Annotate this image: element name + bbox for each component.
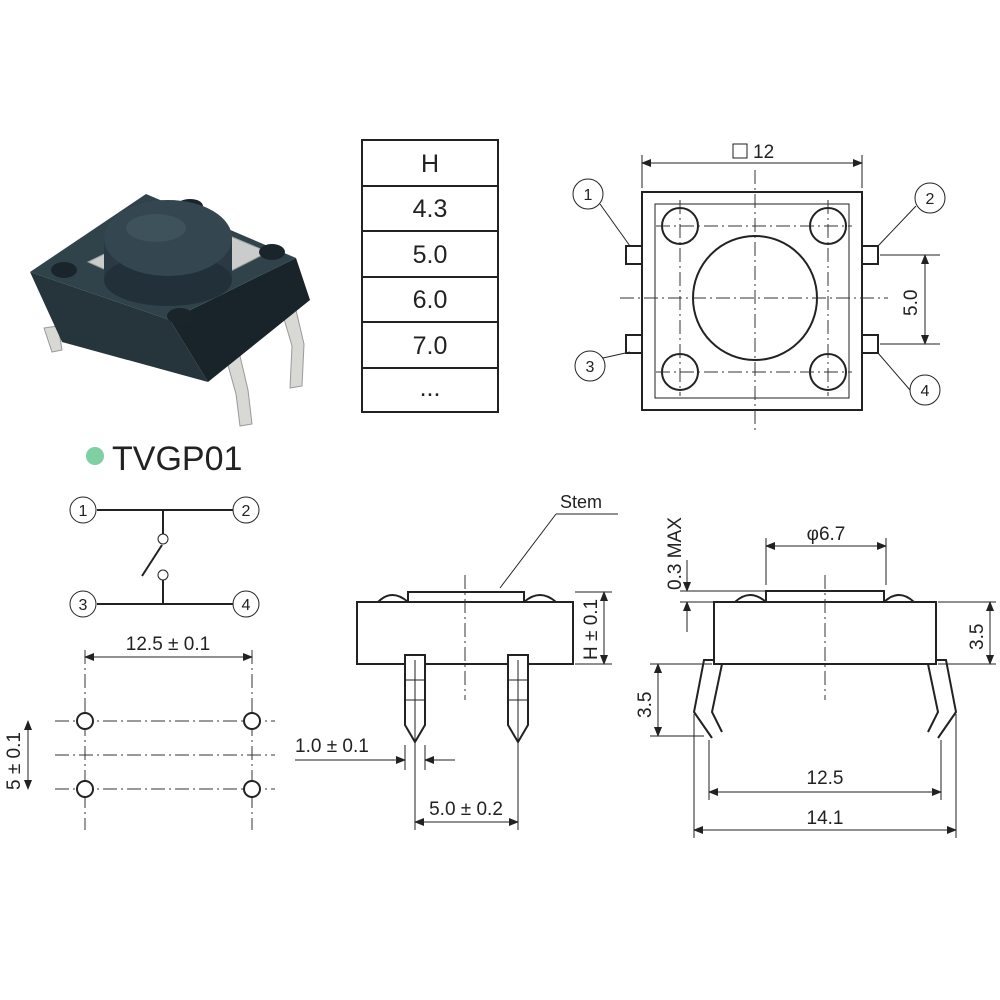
pin-pitch-dim: 5.0 ± 0.2 — [429, 799, 503, 820]
svg-text:2: 2 — [242, 503, 251, 520]
height-table: H 4.3 5.0 6.0 7.0 ... — [361, 139, 499, 413]
side-view: Stem H ± 0.1 1.0 ± 0.1 5.0 ± 0.2 — [295, 492, 618, 830]
square-symbol-icon — [732, 143, 748, 159]
pcb-pitch-dim: 5 ± 0.1 — [4, 732, 25, 790]
table-header: H — [421, 150, 439, 178]
max-dim: 0.3 MAX — [665, 517, 686, 590]
product-name: TVGP01 — [112, 440, 242, 478]
product-bullet-icon — [86, 447, 104, 465]
svg-text:3: 3 — [79, 597, 88, 614]
pin-callout-3: 3 — [574, 350, 631, 382]
side-pin-left — [404, 654, 426, 760]
product-photo — [30, 194, 310, 427]
table-row: 6.0 — [413, 286, 448, 314]
schematic-pin-1: 1 — [69, 496, 97, 524]
schematic-pin-2: 2 — [232, 496, 260, 524]
svg-text:1: 1 — [584, 187, 593, 204]
table-row: 5.0 — [413, 241, 448, 269]
switch-schematic: 1 2 3 4 — [69, 496, 260, 618]
inner-width-dim: 12.5 — [807, 768, 844, 789]
pcb-width-dim: 12.5 ± 0.1 — [126, 634, 210, 655]
lead-height-dim: 3.5 — [635, 692, 656, 718]
square-dim: 12 — [753, 142, 774, 163]
svg-text:1: 1 — [79, 503, 88, 520]
stem-diameter-dim: φ6.7 — [807, 524, 846, 545]
top-view: 12 5.0 1 2 3 4 — [572, 142, 946, 430]
height-dim: H ± 0.1 — [581, 599, 602, 660]
pin-width-dim: 1.0 ± 0.1 — [295, 736, 369, 757]
table-row: ... — [420, 374, 441, 402]
pitch-dim: 5.0 — [901, 290, 922, 316]
pin-callout-4: 4 — [877, 352, 941, 406]
pin-callout-1: 1 — [572, 178, 631, 247]
svg-text:3: 3 — [586, 359, 595, 376]
body-height-dim: 3.5 — [967, 624, 988, 650]
product-label: TVGP01 — [86, 440, 242, 478]
schematic-pin-3: 3 — [69, 590, 97, 618]
table-row: 4.3 — [413, 195, 448, 223]
front-view: φ6.7 0.3 MAX 3.5 3.5 12.5 14.1 — [635, 517, 996, 838]
stem-label: Stem — [560, 492, 602, 512]
schematic-pin-4: 4 — [232, 590, 260, 618]
svg-text:4: 4 — [921, 383, 930, 400]
outer-width-dim: 14.1 — [807, 808, 844, 829]
side-pin-right — [507, 654, 529, 760]
svg-text:4: 4 — [242, 597, 251, 614]
table-row: 7.0 — [413, 332, 448, 360]
pin-callout-2: 2 — [877, 182, 946, 247]
pcb-layout: 12.5 ± 0.1 5 ± 0.1 — [4, 634, 275, 830]
svg-text:2: 2 — [926, 191, 935, 208]
